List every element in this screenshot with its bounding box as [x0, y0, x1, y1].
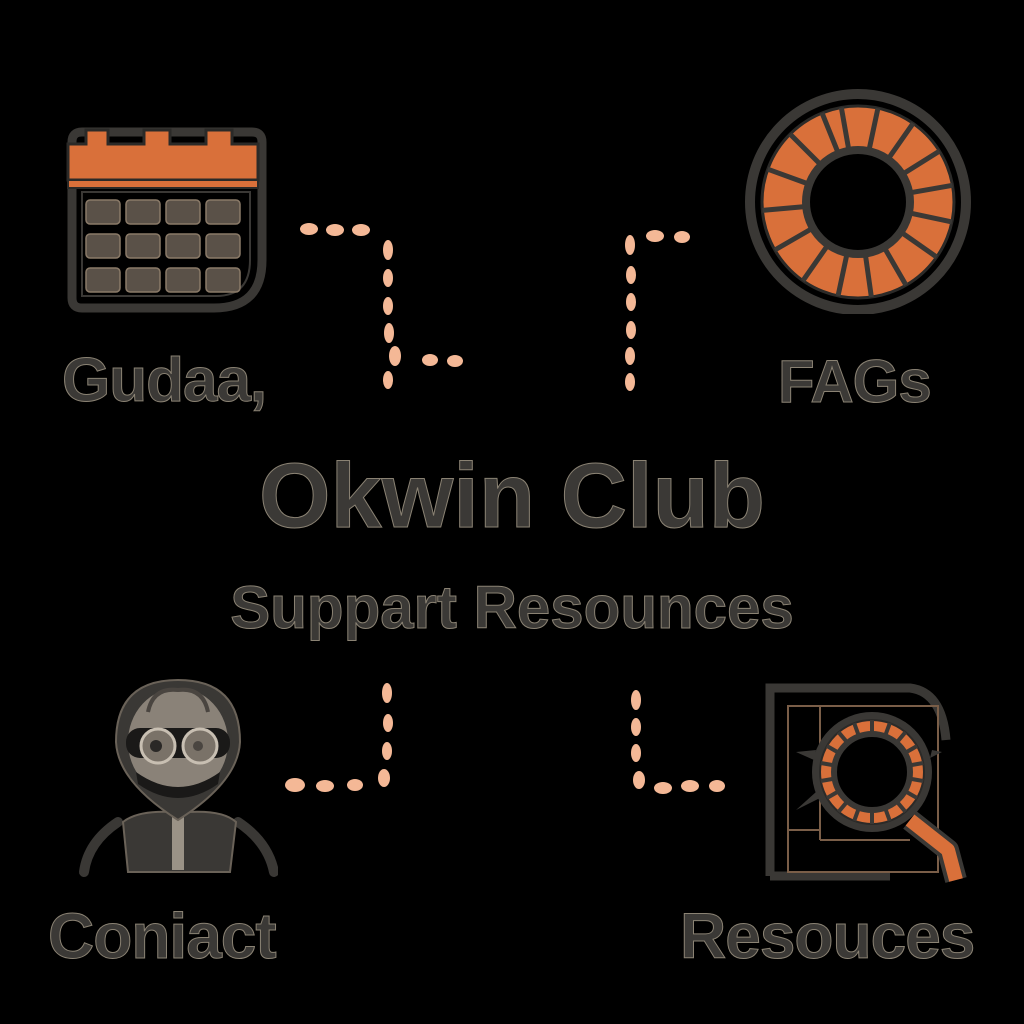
faqs-node[interactable] — [740, 86, 976, 314]
resources-label[interactable]: Resouces — [679, 900, 975, 972]
connector-contact — [285, 683, 393, 792]
guides-node[interactable] — [60, 120, 270, 320]
guides-label[interactable]: Gudaa, — [61, 346, 267, 415]
contact-label[interactable]: Coniact — [48, 900, 278, 972]
connector-faqs — [625, 230, 690, 391]
lifebuoy-icon — [745, 89, 971, 314]
diagram-subtitle: Suppart Resounces — [230, 574, 794, 641]
document-search-icon — [765, 683, 967, 883]
connector-resources — [631, 690, 725, 794]
calendar-icon — [66, 127, 267, 313]
diagram-title: Okwin Club — [259, 445, 766, 547]
faqs-label[interactable]: FAGs — [778, 348, 933, 415]
connector-guides — [300, 223, 463, 389]
resources-node[interactable] — [760, 680, 982, 886]
support-agent-icon — [79, 678, 278, 877]
contact-node[interactable] — [78, 672, 278, 882]
